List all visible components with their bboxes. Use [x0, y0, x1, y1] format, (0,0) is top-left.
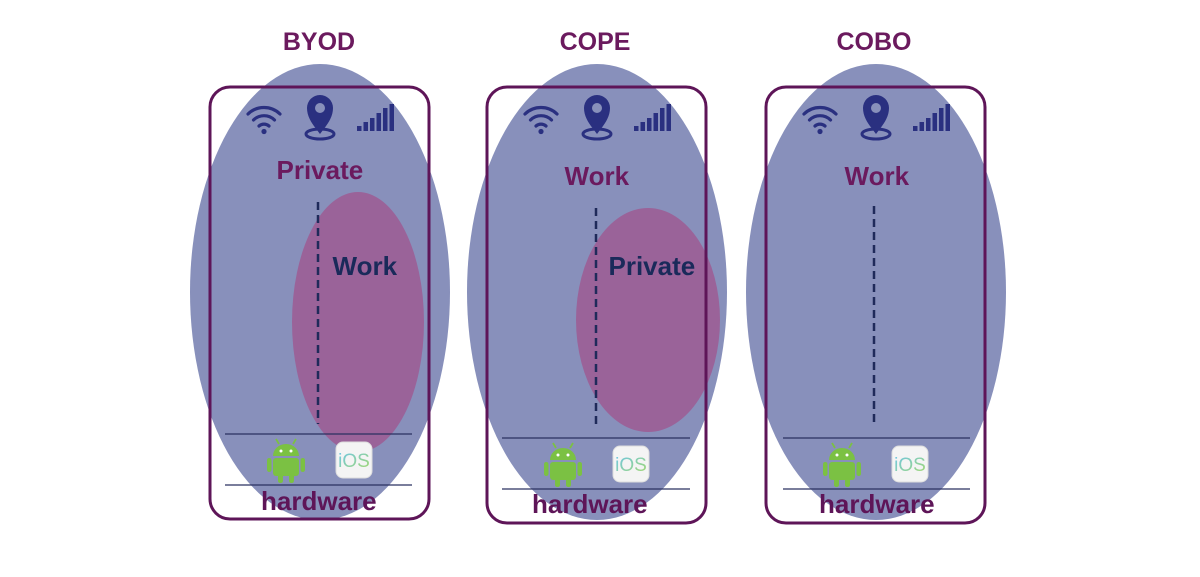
- inner-area-label: Work: [332, 250, 398, 281]
- device-frame: [764, 85, 987, 525]
- ios-badge-text: iOS: [615, 455, 647, 476]
- ios-badge-bg: [335, 441, 373, 479]
- panel-title-cobo: COBO: [836, 28, 912, 56]
- outer-area-label: Private: [276, 154, 364, 185]
- panel-cobo: iOS: [746, 64, 1006, 525]
- panel-byod: iOS: [190, 64, 450, 521]
- inner-area-label: Private: [608, 250, 696, 281]
- ios-icon: iOS: [612, 445, 650, 483]
- hardware-label: hardware: [532, 488, 648, 519]
- outer-area-label: Work: [564, 160, 630, 191]
- ios-icon: iOS: [335, 441, 373, 479]
- panel-title-byod: BYOD: [282, 28, 356, 56]
- panel-cope: iOS: [467, 64, 727, 525]
- outer-ellipse: [746, 64, 1006, 520]
- ios-badge-bg: [891, 445, 929, 483]
- ios-badge-text: iOS: [894, 455, 926, 476]
- device-frame: [208, 85, 431, 521]
- panel-title-cope: COPE: [559, 28, 631, 56]
- hardware-label: hardware: [261, 485, 377, 516]
- ios-badge-text: iOS: [338, 451, 370, 472]
- inner-ellipse: [292, 192, 424, 452]
- device-frame: [485, 85, 708, 525]
- inner-ellipse: [576, 208, 720, 432]
- hardware-label: hardware: [819, 488, 935, 519]
- outer-area-label: Work: [844, 160, 910, 191]
- ios-badge-bg: [612, 445, 650, 483]
- ios-icon: iOS: [891, 445, 929, 483]
